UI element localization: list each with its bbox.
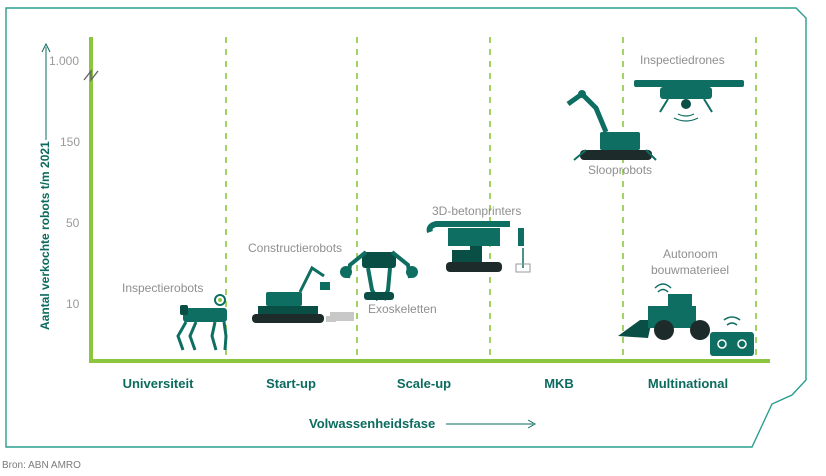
inspection-robot-dog-icon bbox=[176, 294, 228, 351]
label-exoskeletten: Exoskeletten bbox=[368, 302, 437, 316]
y-tick-10: 10 bbox=[66, 297, 80, 311]
y-tick-50: 50 bbox=[66, 216, 80, 230]
y-tick-150: 150 bbox=[60, 135, 80, 149]
y-axis-label: Aantal verkochte robots t/m 2021 bbox=[38, 141, 52, 330]
label-inspectierobots: Inspectierobots bbox=[122, 281, 203, 295]
axis-break-icon bbox=[83, 68, 99, 83]
label-slooprobots: Slooprobots bbox=[588, 163, 652, 177]
remote-controller-icon bbox=[710, 316, 754, 356]
phase-label-startup: Start-up bbox=[266, 376, 316, 391]
exoskeleton-icon bbox=[340, 250, 418, 302]
x-axis-arrowhead-icon bbox=[527, 419, 537, 429]
phase-label-multinational: Multinational bbox=[648, 376, 728, 391]
source-note: Bron: ABN AMRO bbox=[2, 460, 81, 471]
inspection-drone-icon bbox=[634, 80, 744, 122]
label-3d-betonprinters: 3D-betonprinters bbox=[432, 204, 521, 218]
autonomous-wheel-loader-icon bbox=[618, 283, 710, 340]
y-axis-arrowhead-icon bbox=[41, 42, 51, 53]
phase-label-scaleup: Scale-up bbox=[397, 376, 451, 391]
y-tick-1000: 1.000 bbox=[49, 54, 79, 68]
label-autonoom: Autonoom bbox=[663, 247, 718, 261]
demolition-robot-icon bbox=[566, 90, 657, 161]
label-bouwmaterieel: bouwmaterieel bbox=[651, 263, 729, 277]
label-inspectiedrones: Inspectiedrones bbox=[640, 53, 725, 67]
diagram-frame bbox=[5, 7, 807, 448]
construction-robot-icon bbox=[252, 265, 354, 323]
phase-label-mkb: MKB bbox=[544, 376, 574, 391]
phase-label-universiteit: Universiteit bbox=[123, 376, 194, 391]
3d-concrete-printer-icon bbox=[426, 221, 531, 273]
label-constructierobots: Constructierobots bbox=[248, 241, 342, 255]
x-axis-label: Volwassenheidsfase bbox=[309, 416, 435, 431]
